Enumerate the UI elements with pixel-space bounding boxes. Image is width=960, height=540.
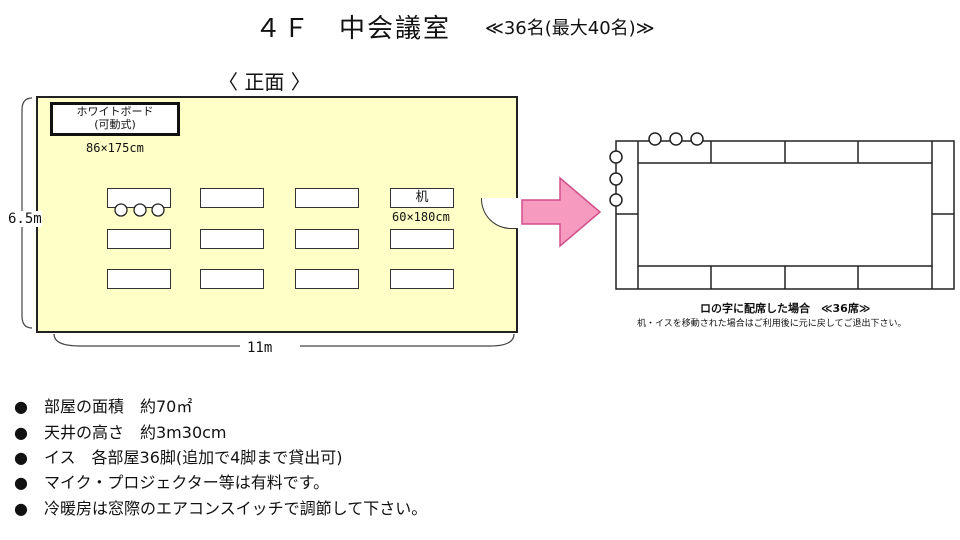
bullet-icon: ●: [14, 499, 28, 518]
desk: [295, 269, 359, 289]
bullet-icon: ●: [14, 397, 28, 416]
desk: [200, 269, 264, 289]
bullet-icon: ●: [14, 423, 28, 442]
whiteboard-size: 86×175cm: [86, 141, 144, 155]
desk: [390, 229, 454, 249]
desk: 机: [390, 188, 454, 208]
desk-size: 60×180cm: [392, 210, 450, 224]
page-title: ４Ｆ 中会議室: [255, 14, 452, 44]
info-item: ●マイク・プロジェクター等は有料です。: [14, 473, 330, 492]
layout-caption: ロの字に配席した場合 ≪36席≫: [700, 302, 871, 315]
width-dimension: 11m: [247, 340, 273, 356]
whiteboard-label: ホワイトボード: [76, 105, 154, 118]
desk: [107, 188, 171, 208]
whiteboard-sub: (可動式): [94, 118, 136, 131]
info-item: ●冷暖房は窓際のエアコンスイッチで調節して下さい。: [14, 499, 428, 518]
u-shape-layout: [609, 132, 955, 290]
desk: [107, 229, 171, 249]
capacity-label: ≪36名(最大40名)≫: [485, 18, 655, 39]
desk: [295, 188, 359, 208]
whiteboard: ホワイトボード (可動式): [50, 102, 180, 136]
bullet-icon: ●: [14, 473, 28, 492]
desk: [200, 229, 264, 249]
height-dimension: 6.5m: [8, 211, 42, 227]
desk: [295, 229, 359, 249]
arrow-icon: [521, 176, 602, 248]
desk: [200, 188, 264, 208]
info-item: ●部屋の面積 約70㎡: [14, 397, 193, 416]
desk: [107, 269, 171, 289]
bullet-icon: ●: [14, 448, 28, 467]
desk: [390, 269, 454, 289]
layout-note: 机・イスを移動された場合はご利用後に元に戻してご退出下さい。: [637, 319, 907, 329]
info-item: ●イス 各部屋36脚(追加で4脚まで貸出可): [14, 448, 343, 467]
info-item: ●天井の高さ 約3m30cm: [14, 423, 227, 442]
front-label: 〈 正面 〉: [218, 70, 311, 94]
